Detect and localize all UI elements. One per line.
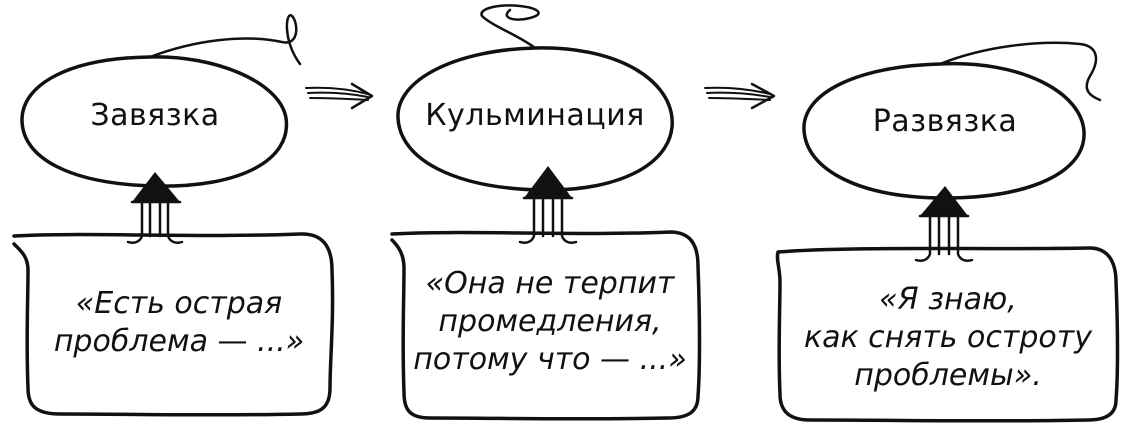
stage-2-box: [390, 230, 702, 421]
stage-3-quote-line: как снять остроту: [804, 320, 1092, 355]
stage-3-quote-line: «Я знаю,: [879, 282, 1017, 317]
stage-3-box: [775, 246, 1120, 423]
stage-1-quote-line: «Есть острая: [75, 286, 283, 321]
stage-3-quote: «Я знаю, как снять остроту проблемы».: [782, 281, 1114, 395]
stage-2-connector: [518, 166, 578, 244]
stage-2-quote-line: потому что — ...»: [413, 342, 687, 377]
stage-1-quote: «Есть острая проблема — ...»: [34, 285, 324, 361]
stage-2-quote: «Она не терпит промедления, потому что —…: [404, 265, 696, 379]
stage-3-title: Развязка: [872, 104, 1018, 139]
stage-3-quote-line: проблемы».: [854, 358, 1042, 393]
stage-3-connector: [914, 186, 974, 262]
stage-2-quote-line: «Она не терпит: [425, 266, 675, 301]
stage-2-title: Кульминация: [425, 98, 645, 133]
stage-1-box: [12, 232, 335, 417]
stage-1-title: Завязка: [90, 98, 220, 133]
stage-1-quote-line: проблема — ...»: [53, 324, 305, 359]
stage-1-connector: [126, 172, 184, 244]
arrow-2-to-3: [704, 82, 776, 110]
arrow-1-to-2: [305, 82, 374, 110]
stage-2-quote-line: промедления,: [438, 304, 662, 339]
